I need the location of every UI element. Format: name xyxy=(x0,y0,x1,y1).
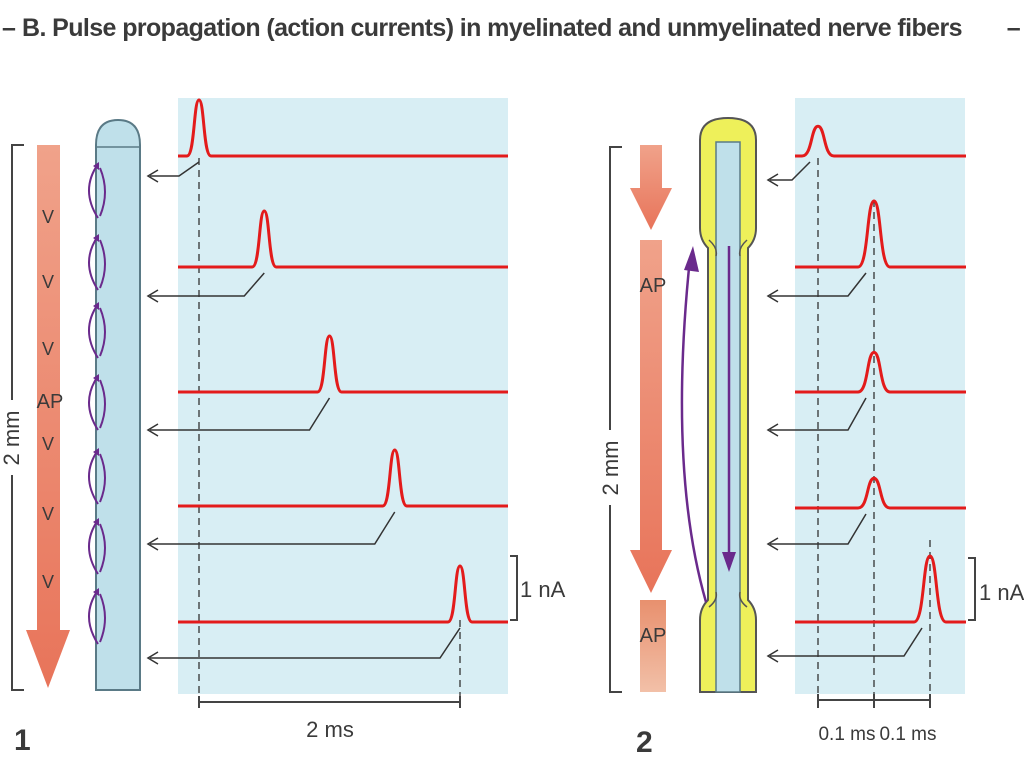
local-current-loops-1 xyxy=(88,162,106,645)
current-scale-label-2: 1 nA xyxy=(979,580,1024,605)
pointer-arrowhead-1-1 xyxy=(146,169,159,183)
ap-arrow-main-2 xyxy=(630,240,672,593)
loop-arrowhead-5 xyxy=(93,448,99,456)
ap-arrow-top-2 xyxy=(630,145,672,230)
current-loop-inner-1 xyxy=(99,167,106,217)
current-loop-outer-6 xyxy=(88,519,99,575)
saltatory-current-up xyxy=(680,257,708,603)
current-loop-outer-4 xyxy=(88,375,99,431)
current-trace-1-2 xyxy=(178,209,508,269)
ap-label-1: AP xyxy=(37,391,64,413)
trace-pointer-2-3 xyxy=(770,397,867,431)
unmyelinated-axon xyxy=(95,118,141,691)
loop-arrowhead-3 xyxy=(93,302,99,310)
current-arrowhead-down xyxy=(722,552,736,572)
time-scale-bar-2 xyxy=(817,694,931,708)
current-loop-outer-3 xyxy=(88,303,99,359)
current-loop-outer-7 xyxy=(88,589,99,645)
current-trace-2-2 xyxy=(795,199,966,269)
current-loop-outer-2 xyxy=(88,235,99,291)
ap-chevrons-1: V V V V V V xyxy=(42,207,54,592)
current-loop-inner-3 xyxy=(99,307,106,357)
figure-title: – B. Pulse propagation (action currents)… xyxy=(0,14,1024,58)
node-of-ranvier-top xyxy=(708,239,748,257)
loop-arrowhead-7 xyxy=(93,588,99,596)
pointer-arrowhead-1-3 xyxy=(146,423,159,437)
ap-arrow-1 xyxy=(26,145,70,688)
length-scale-label-2: 2 mm xyxy=(598,441,623,496)
pointer-arrowhead-2-5 xyxy=(766,649,779,663)
pointer-arrowhead-1-2 xyxy=(146,289,159,303)
pointer-arrowhead-2-4 xyxy=(766,537,779,551)
title-left-dash: – xyxy=(2,14,16,42)
current-loop-outer-1 xyxy=(88,163,99,219)
ap-label-bottom-2: AP xyxy=(640,625,667,647)
current-arrowhead-up xyxy=(684,246,699,272)
trace-pointer-1-1 xyxy=(150,161,200,177)
current-trace-2-3 xyxy=(795,350,966,394)
current-trace-1-5 xyxy=(178,564,508,624)
current-trace-2-5 xyxy=(795,554,966,624)
time-scale-label-1: 2 ms xyxy=(306,717,354,742)
time-scale-label-2a: 0.1 ms xyxy=(818,724,875,745)
pointer-arrowhead-1-5 xyxy=(146,651,159,665)
current-trace-2-4 xyxy=(795,476,966,510)
panel-myelinated: 2 mm AP AP 1 nA xyxy=(598,98,1024,759)
current-scale-bracket-1 xyxy=(510,555,518,621)
title-right-dash: – xyxy=(1006,14,1021,42)
current-loop-inner-2 xyxy=(99,239,106,289)
length-scale-label-1: 2 mm xyxy=(0,411,24,466)
panel-unmyelinated: 2 mm V V V V V V AP 1 nA xyxy=(0,98,566,757)
trace-pointer-1-4 xyxy=(150,511,396,545)
chevron-3: V xyxy=(42,339,54,359)
current-traces-1 xyxy=(146,98,508,665)
ap-label-top-2: AP xyxy=(640,275,667,297)
chevron-1: V xyxy=(42,207,54,227)
current-loop-inner-6 xyxy=(99,523,106,573)
current-trace-1-1 xyxy=(178,98,508,158)
current-loop-inner-5 xyxy=(99,453,106,503)
chevron-4: V xyxy=(42,434,54,454)
trace-pointer-1-3 xyxy=(150,397,331,431)
trace-pointer-2-1 xyxy=(770,161,811,181)
current-trace-1-3 xyxy=(178,334,508,394)
pointer-arrowhead-1-4 xyxy=(146,537,159,551)
node-of-ranvier-bottom xyxy=(708,591,748,608)
current-scale-bracket-2 xyxy=(968,557,976,621)
trace-pointer-1-2 xyxy=(150,272,265,297)
pointer-arrowhead-2-3 xyxy=(766,423,779,437)
trace-pointer-1-5 xyxy=(150,627,461,659)
loop-arrowhead-4 xyxy=(93,374,99,382)
trace-pointer-2-4 xyxy=(770,513,867,545)
loop-arrowhead-1 xyxy=(93,162,99,170)
trace-pointer-2-2 xyxy=(770,272,867,297)
chevron-5: V xyxy=(42,504,54,524)
ap-block-bottom-2 xyxy=(640,600,666,692)
current-traces-2 xyxy=(766,124,966,663)
current-trace-2-1 xyxy=(795,124,966,158)
panel-number-2: 2 xyxy=(636,726,653,759)
pointer-arrowhead-2-1 xyxy=(766,173,779,187)
title-text: B. Pulse propagation (action currents) i… xyxy=(22,14,963,42)
current-scale-label-1: 1 nA xyxy=(520,577,566,602)
current-trace-1-4 xyxy=(178,448,508,508)
current-loop-inner-4 xyxy=(99,379,106,429)
length-label-bg-2 xyxy=(600,430,622,505)
length-bracket-2 xyxy=(609,146,622,693)
trace-background-1 xyxy=(178,98,508,694)
current-loop-inner-7 xyxy=(99,593,106,643)
loop-arrowhead-6 xyxy=(93,518,99,526)
time-scale-label-2b: 0.1 ms xyxy=(879,724,936,745)
length-label-bg-1 xyxy=(2,400,22,475)
panel-number-1: 1 xyxy=(14,724,31,757)
trace-pointer-2-5 xyxy=(770,627,923,657)
time-scale-bar-1 xyxy=(198,696,461,708)
current-loop-outer-5 xyxy=(88,449,99,505)
chevron-2: V xyxy=(42,272,54,292)
loop-arrowhead-2 xyxy=(93,234,99,242)
chevron-6: V xyxy=(42,572,54,592)
pointer-arrowhead-2-2 xyxy=(766,289,779,303)
